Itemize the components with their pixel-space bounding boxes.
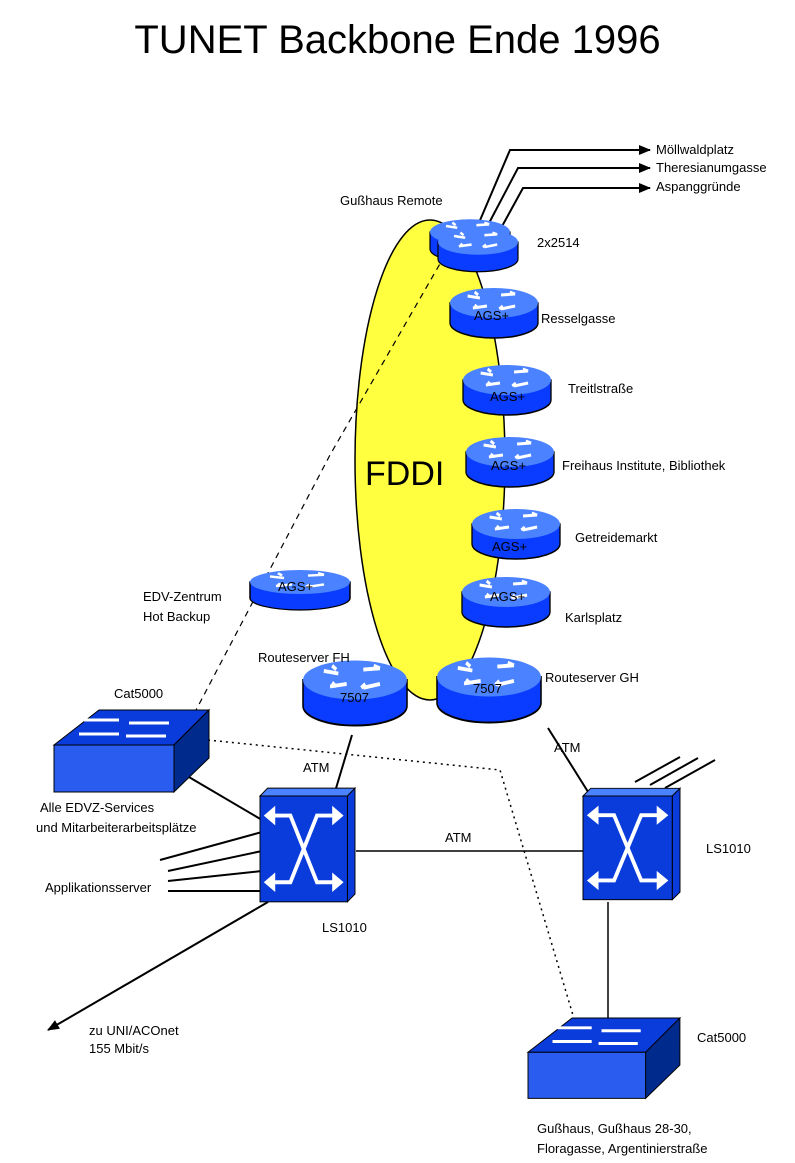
label-routeserver-fh: Routeserver FH — [258, 650, 350, 665]
label-mitarbeiter: und Mitarbeiterarbeitsplätze — [36, 820, 196, 835]
label-uni-aconet: zu UNI/ACOnet — [89, 1023, 179, 1038]
right-switch-uplinks — [634, 756, 716, 789]
switch-ls1010-right — [581, 786, 682, 902]
link-gh-atm — [547, 727, 591, 796]
label-cat5000-right: Cat5000 — [697, 1030, 746, 1045]
switch-ls1010-left — [258, 786, 357, 904]
label-cat5000-left: Cat5000 — [114, 686, 163, 701]
label-resselgasse: Resselgasse — [541, 311, 615, 326]
label-floragasse-sites: Floragasse, Argentinierstraße — [537, 1141, 708, 1156]
backup-link-dotted — [207, 739, 576, 1023]
label-hot-backup: Hot Backup — [143, 609, 210, 624]
router-label: 7507 — [473, 681, 502, 696]
switch-cat5000-right — [526, 1016, 682, 1100]
label-treitlstrasse: Treitlstraße — [568, 381, 633, 396]
diagram-title: TUNET Backbone Ende 1996 — [134, 18, 661, 62]
router-label: AGS+ — [490, 389, 525, 404]
link-aspanggruende — [499, 183, 651, 231]
dest-aspanggruende: Aspanggründe — [656, 179, 741, 194]
router-label: AGS+ — [490, 589, 525, 604]
dest-theresianumgasse: Theresianumgasse — [656, 160, 767, 175]
link-theresianumgasse — [487, 163, 651, 226]
label-gusshaus-sites: Gußhaus, Gußhaus 28-30, — [537, 1121, 692, 1136]
router-label: AGS+ — [492, 539, 527, 554]
label-karlsplatz: Karlsplatz — [565, 610, 622, 625]
app-server-links — [159, 831, 263, 892]
label-applikationsserver: Applikationsserver — [45, 880, 152, 895]
atm-label-fh: ATM — [303, 760, 329, 775]
link-fh-atm — [333, 734, 353, 796]
label-getreidemarkt: Getreidemarkt — [575, 530, 658, 545]
label-ls1010-right: LS1010 — [706, 841, 751, 856]
label-2x2514: 2x2514 — [537, 235, 580, 250]
dest-moellwaldplatz: Möllwaldplatz — [656, 142, 734, 157]
atm-label-gh: ATM — [554, 740, 580, 755]
label-freihaus: Freihaus Institute, Bibliothek — [562, 458, 726, 473]
label-155mbit: 155 Mbit/s — [89, 1041, 149, 1056]
label-edv-zentrum: EDV-Zentrum — [143, 589, 222, 604]
router-gusshaus-remote — [428, 217, 520, 274]
link-moellwaldplatz — [477, 145, 651, 226]
label-routeserver-gh: Routeserver GH — [545, 670, 639, 685]
fddi-label: FDDI — [365, 455, 444, 493]
link-uplink-uni — [47, 901, 269, 1031]
router-label: AGS+ — [474, 308, 509, 323]
router-label: AGS+ — [491, 458, 526, 473]
label-edvz-services: Alle EDVZ-Services — [40, 800, 155, 815]
router-label: AGS+ — [278, 579, 313, 594]
label-gusshaus-remote: Gußhaus Remote — [340, 193, 443, 208]
switch-cat5000-left — [52, 708, 211, 794]
label-ls1010-left: LS1010 — [322, 920, 367, 935]
atm-label-backbone: ATM — [445, 830, 471, 845]
router-label: 7507 — [340, 690, 369, 705]
link-cat-left — [176, 769, 263, 821]
